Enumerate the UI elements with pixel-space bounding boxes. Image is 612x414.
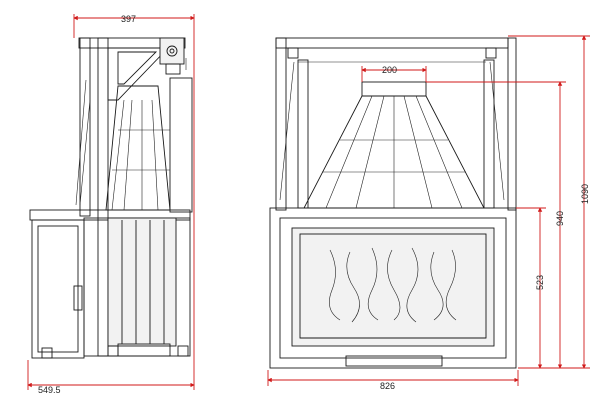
dimension-label-549-5: 549.5 — [38, 385, 61, 395]
front-hood — [303, 81, 485, 209]
dimension-label-1090: 1090 — [580, 184, 590, 204]
dimension-label-523: 523 — [535, 275, 545, 290]
dimension-label-397: 397 — [121, 14, 136, 24]
dimension-label-200: 200 — [382, 65, 397, 75]
front-frame — [275, 37, 517, 211]
dimension-label-826: 826 — [380, 381, 395, 391]
front-door — [269, 207, 517, 369]
side-top-dimension: 397 — [73, 14, 195, 56]
front-height-940-dimension: 940 — [426, 81, 566, 369]
dimension-label-940: 940 — [555, 211, 565, 226]
side-bottom-dimension: 549.5 — [27, 56, 195, 395]
front-height-1090-dimension: 1090 — [508, 35, 590, 369]
front-width-dimension: 826 — [267, 370, 519, 391]
front-outlet-dimension: 200 — [361, 65, 427, 82]
front-view: 200 826 1090 940 523 — [267, 35, 590, 391]
side-view: 397 549.5 — [27, 14, 195, 395]
side-body — [29, 209, 191, 359]
side-lift-frame — [78, 37, 193, 357]
front-height-523-dimension: 523 — [516, 207, 546, 369]
